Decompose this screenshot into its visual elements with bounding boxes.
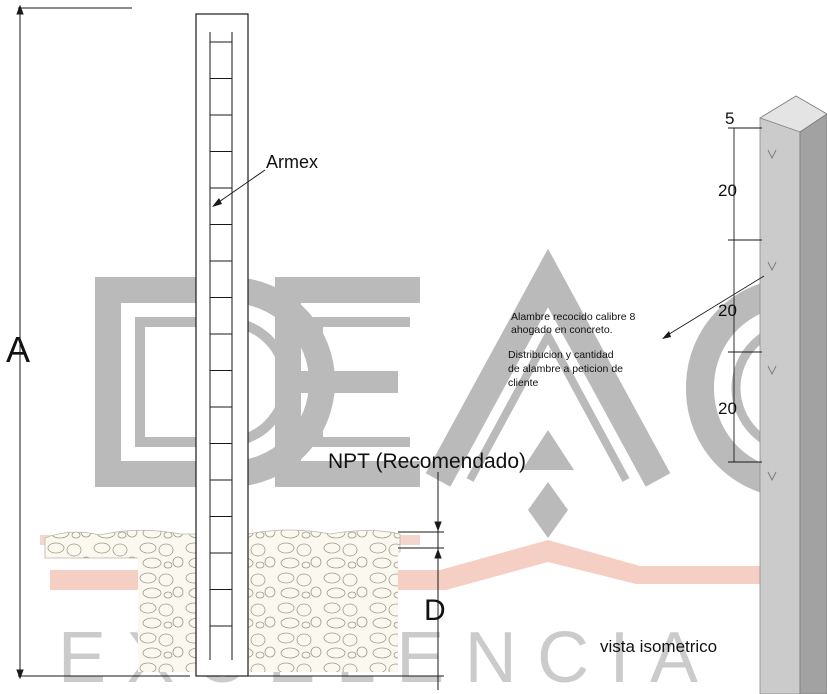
dimension-d-label: D [424, 594, 446, 627]
isometric-view-label: vista isometrico [600, 637, 717, 656]
armex-leader [212, 169, 266, 207]
wire-note-leader [662, 275, 765, 339]
spacing-top-label: 5 [725, 109, 734, 128]
isometric-post [759, 95, 827, 694]
dimension-d [248, 472, 444, 690]
npt-label: NPT (Recomendado) [328, 450, 526, 473]
wire-note-line: Alambre recocido calibre 8 [511, 311, 635, 323]
spacing-gap-label: 20 [718, 399, 737, 418]
dimension-a [16, 4, 190, 680]
armex-rungs [210, 41, 232, 627]
wire-note-line: ahogado en concreto. [511, 324, 613, 336]
distribution-note-line: de alambre a peticion de [508, 363, 623, 375]
watermark-letter-e [275, 277, 420, 487]
spacing-dimension-chain [728, 127, 762, 463]
distribution-note-line: cliente [508, 377, 539, 389]
spacing-gap-label: 20 [718, 301, 737, 320]
wire-markers [767, 149, 777, 482]
distribution-note-line: Distribucion y cantidad [508, 349, 614, 361]
post-front-view [195, 13, 249, 677]
armex-label: Armex [266, 152, 318, 172]
ground-gravel [44, 529, 401, 672]
watermark-letter-a [425, 248, 671, 538]
spacing-gap-label: 20 [718, 181, 737, 200]
dimension-a-label: A [6, 329, 30, 370]
